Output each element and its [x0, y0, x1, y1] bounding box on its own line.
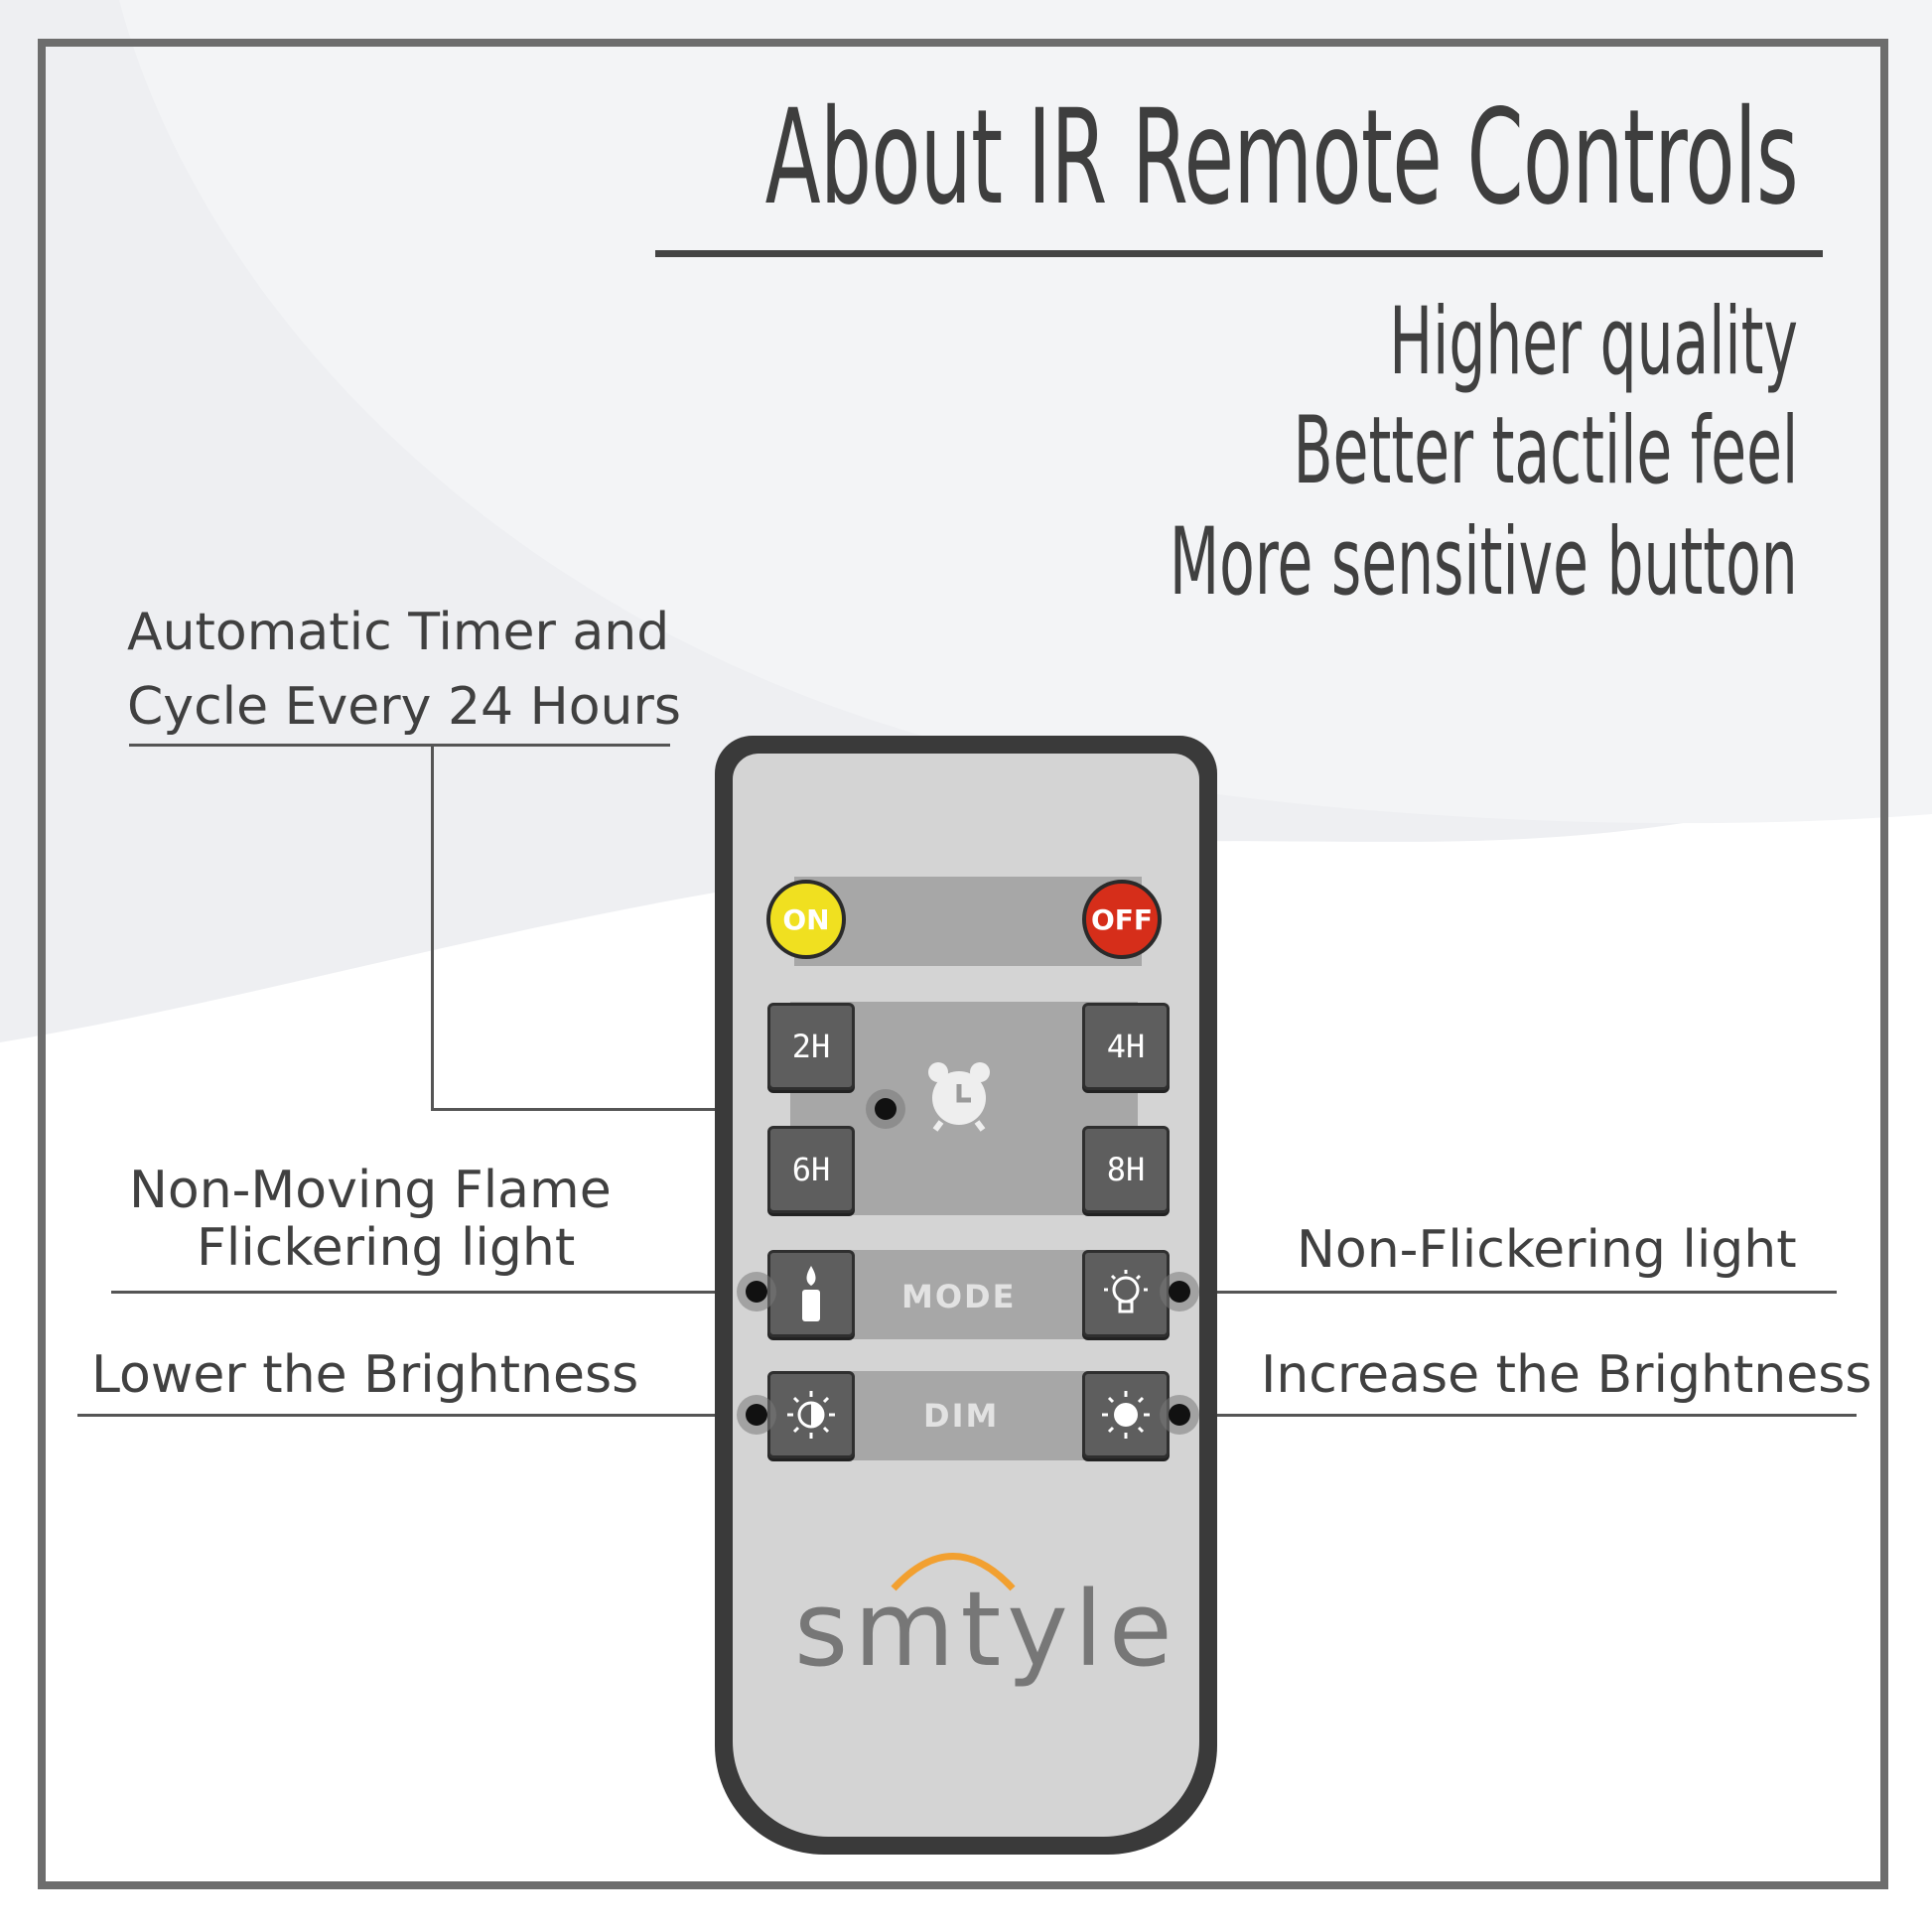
- mode-left-label-line1: Non-Moving Flame: [129, 1161, 612, 1220]
- lightbulb-icon: [1104, 1270, 1148, 1313]
- steady-mode-button[interactable]: [1082, 1250, 1170, 1337]
- dim-label: DIM: [923, 1397, 1000, 1435]
- remote-face: ON OFF 2H 4H 6H 8H MODE: [733, 754, 1199, 1837]
- dim-right-label: Increase the Brightness: [1261, 1345, 1872, 1405]
- on-button[interactable]: ON: [766, 880, 846, 959]
- mode-left-line: [111, 1291, 755, 1294]
- mode-right-line: [1179, 1291, 1837, 1294]
- brightness-low-icon: [787, 1391, 835, 1439]
- dim-right-line: [1179, 1414, 1857, 1417]
- off-button[interactable]: OFF: [1082, 880, 1162, 959]
- timer-underline: [129, 744, 670, 747]
- mode-right-callout-dot: [1169, 1281, 1190, 1303]
- timer-8h-button[interactable]: 8H: [1082, 1126, 1170, 1213]
- dim-right-callout-dot: [1169, 1404, 1190, 1426]
- timer-callout-dot: [875, 1098, 897, 1120]
- feature-2: Better tactile feel: [1293, 397, 1798, 505]
- brand-arc: [891, 1553, 1016, 1591]
- dim-down-button[interactable]: [767, 1371, 855, 1458]
- dim-left-label: Lower the Brightness: [91, 1345, 639, 1405]
- alarm-clock-icon: [928, 1062, 990, 1132]
- timer-4h-button[interactable]: 4H: [1082, 1003, 1170, 1090]
- page-title: About IR Remote Controls: [764, 81, 1799, 234]
- mode-left-label-line2: Flickering light: [197, 1218, 576, 1278]
- mode-right-label: Non-Flickering light: [1297, 1220, 1797, 1280]
- border-frame: [38, 39, 1888, 1889]
- feature-1: Higher quality: [1389, 288, 1798, 396]
- candle-icon: [802, 1266, 820, 1321]
- timer-6h-button[interactable]: 6H: [767, 1126, 855, 1213]
- brightness-high-icon: [1102, 1391, 1150, 1439]
- timer-connector-vertical: [431, 744, 434, 1111]
- dim-up-button[interactable]: [1082, 1371, 1170, 1458]
- flicker-mode-button[interactable]: [767, 1250, 855, 1337]
- remote-control: ON OFF 2H 4H 6H 8H MODE: [715, 736, 1217, 1855]
- brand-logo: smtyle: [794, 1569, 1178, 1690]
- mode-left-callout-dot: [746, 1281, 767, 1303]
- dim-left-callout-dot: [746, 1404, 767, 1426]
- timer-connector-horizontal: [431, 1108, 886, 1111]
- title-underline: [655, 250, 1823, 257]
- dim-left-line: [77, 1414, 755, 1417]
- timer-2h-button[interactable]: 2H: [767, 1003, 855, 1090]
- feature-3: More sensitive button: [1170, 508, 1798, 617]
- timer-label-line2: Cycle Every 24 Hours: [127, 677, 681, 737]
- timer-label-line1: Automatic Timer and: [127, 603, 670, 662]
- mode-label: MODE: [901, 1278, 1017, 1315]
